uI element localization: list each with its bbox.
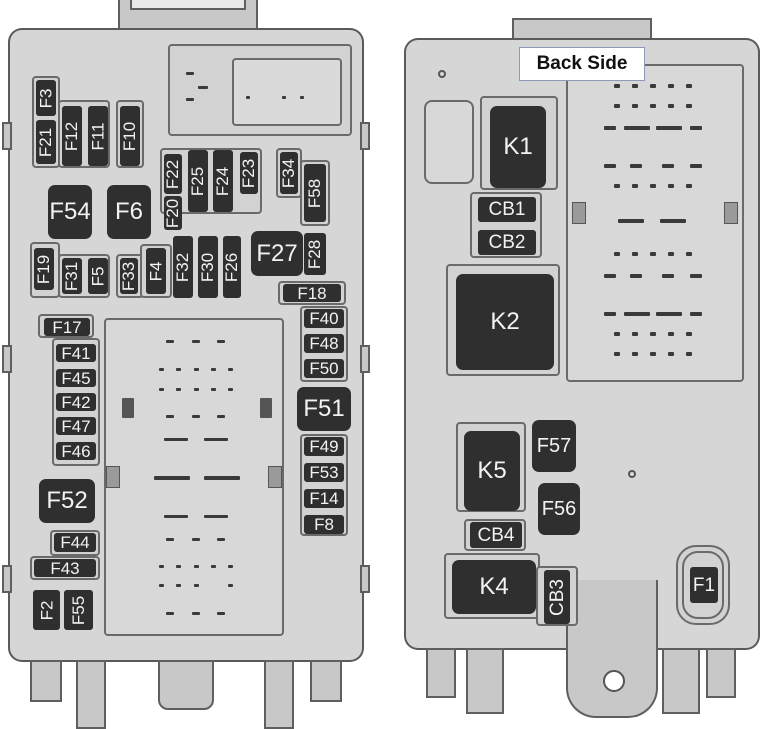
slot xyxy=(300,96,304,99)
main-connector-slots xyxy=(104,318,284,636)
fuse-F44: F44 xyxy=(54,533,96,552)
fuse-F26: F26 xyxy=(223,236,242,298)
front-fuse-panel: F3 F21 F12 F11 F10 F22 F25 F24 F23 F34 F… xyxy=(2,0,370,729)
relay-K2: K2 xyxy=(456,274,554,370)
side-clip xyxy=(2,345,12,373)
bottom-foot xyxy=(706,648,736,698)
fuse-F55: F55 xyxy=(64,590,93,630)
back-connector-slots xyxy=(566,64,744,382)
fuse-F53: F53 xyxy=(304,463,344,482)
fuse-F1: F1 xyxy=(690,567,718,603)
side-clip xyxy=(2,565,12,593)
fuse-F56: F56 xyxy=(538,483,580,535)
fuse-F14: F14 xyxy=(304,489,344,508)
screw-hole xyxy=(438,70,446,78)
fuse-F45: F45 xyxy=(56,369,96,387)
breaker-CB4: CB4 xyxy=(470,522,522,548)
bottom-foot xyxy=(264,660,294,729)
bottom-foot xyxy=(310,660,342,702)
fuse-F19: F19 xyxy=(34,248,54,290)
fuse-F47: F47 xyxy=(56,417,96,435)
fuse-F6: F6 xyxy=(107,185,151,239)
fuse-F40: F40 xyxy=(304,309,344,328)
back-side-label: Back Side xyxy=(519,47,645,81)
slot xyxy=(186,72,194,75)
fuse-F18: F18 xyxy=(283,284,341,302)
fuse-F4: F4 xyxy=(146,248,166,294)
fuse-F24: F24 xyxy=(213,150,233,212)
relay-K4: K4 xyxy=(452,560,536,614)
fuse-F54: F54 xyxy=(48,185,92,239)
fuse-F57: F57 xyxy=(532,420,576,472)
main-connector xyxy=(104,318,284,636)
fuse-F10: F10 xyxy=(120,106,140,166)
fuse-F28: F28 xyxy=(304,233,326,275)
slot xyxy=(186,98,194,101)
screw-hole xyxy=(628,470,636,478)
slot xyxy=(198,86,208,89)
fuse-F8: F8 xyxy=(304,515,344,534)
fuse-F25: F25 xyxy=(188,150,208,212)
fuse-F20: F20 xyxy=(164,196,183,230)
fuse-F32: F32 xyxy=(173,236,193,298)
fuse-F3: F3 xyxy=(36,80,56,116)
bottom-foot xyxy=(426,648,456,698)
back-connector xyxy=(566,64,744,382)
bottom-latch xyxy=(158,660,214,710)
fuse-F48: F48 xyxy=(304,334,344,353)
fuse-F21: F21 xyxy=(36,120,56,164)
fuse-F58: F58 xyxy=(304,164,326,222)
side-clip xyxy=(360,345,370,373)
fuse-F17: F17 xyxy=(44,318,90,336)
side-clip xyxy=(360,122,370,150)
fuse-F34: F34 xyxy=(280,152,299,194)
fuse-F23: F23 xyxy=(240,152,259,194)
fuse-F12: F12 xyxy=(62,106,82,166)
bottom-foot xyxy=(662,648,700,714)
mounting-tab xyxy=(566,580,658,718)
slot xyxy=(246,96,250,99)
fuse-F50: F50 xyxy=(304,359,344,378)
bottom-foot xyxy=(76,660,106,729)
slot xyxy=(282,96,286,99)
blank-pad xyxy=(424,100,474,184)
bottom-foot xyxy=(30,660,62,702)
fuse-F49: F49 xyxy=(304,437,344,456)
back-fuse-panel: Back Side K1 CB1 CB2 K2 K5 F57 F56 CB4 K… xyxy=(384,0,768,729)
fuse-F43: F43 xyxy=(34,559,96,577)
breaker-CB1: CB1 xyxy=(478,197,536,222)
fuse-F5: F5 xyxy=(88,258,108,294)
top-connector-inner xyxy=(130,0,246,10)
fuse-F42: F42 xyxy=(56,393,96,411)
fuse-F52: F52 xyxy=(39,479,95,523)
fuse-F30: F30 xyxy=(198,236,218,298)
breaker-CB2: CB2 xyxy=(478,230,536,255)
side-clip xyxy=(360,565,370,593)
fuse-F46: F46 xyxy=(56,442,96,460)
fuse-F31: F31 xyxy=(62,258,82,294)
side-clip xyxy=(2,122,12,150)
relay-K5: K5 xyxy=(464,431,520,511)
bottom-foot xyxy=(466,648,504,714)
relay-connector-inner xyxy=(232,58,342,126)
relay-K1: K1 xyxy=(490,106,546,188)
fuse-F41: F41 xyxy=(56,344,96,362)
fuse-F51: F51 xyxy=(297,387,351,431)
fuse-F11: F11 xyxy=(88,106,108,166)
mounting-hole xyxy=(603,670,625,692)
fuse-F2: F2 xyxy=(33,590,60,630)
breaker-CB3: CB3 xyxy=(544,570,570,624)
fuse-F33: F33 xyxy=(120,258,139,294)
fuse-F27: F27 xyxy=(251,231,303,276)
fuse-F22: F22 xyxy=(164,154,183,194)
